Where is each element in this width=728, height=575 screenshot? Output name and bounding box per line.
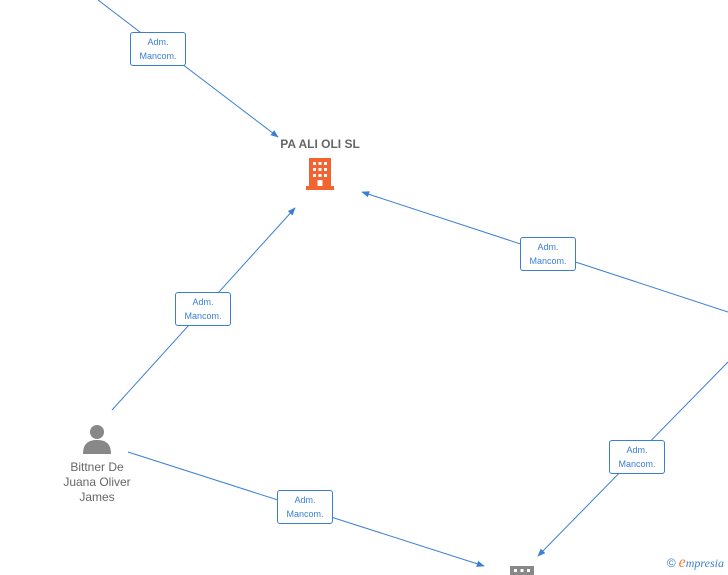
building-icon[interactable]	[306, 158, 334, 190]
person-name-line: Juana Oliver	[63, 475, 131, 489]
edge-label-line: Mancom.	[529, 256, 567, 266]
edge-label-line: Adm.	[147, 37, 169, 47]
company-name[interactable]: PA ALI OLI SL	[280, 137, 360, 151]
brand-initial: e	[678, 554, 686, 571]
edge-label-line: Mancom.	[184, 311, 222, 321]
edge-label[interactable]: Adm. Mancom.	[277, 490, 333, 524]
edge-label[interactable]: Adm. Mancom.	[175, 292, 231, 326]
brand-watermark: © empresia	[667, 554, 724, 572]
person-name[interactable]: Bittner De Juana Oliver James	[47, 460, 147, 505]
edge-label-line: Mancom.	[286, 509, 324, 519]
edge-label-line: Adm.	[626, 445, 648, 455]
copyright-icon: ©	[666, 556, 676, 570]
edge-label-line: Mancom.	[139, 51, 177, 61]
edge-label-line: Adm.	[192, 297, 214, 307]
person-name-line: James	[79, 490, 115, 504]
edge-label-line: Mancom.	[618, 459, 656, 469]
edge-label-line: Adm.	[294, 495, 316, 505]
edge-label[interactable]: Adm. Mancom.	[520, 237, 576, 271]
person-icon[interactable]	[83, 425, 111, 454]
building-icon[interactable]	[510, 566, 534, 575]
edge-line	[97, 0, 279, 138]
edge-label[interactable]: Adm. Mancom.	[130, 32, 186, 66]
edge-label-line: Adm.	[537, 242, 559, 252]
brand-name: mpresia	[685, 556, 724, 570]
person-name-line: Bittner De	[70, 460, 124, 474]
edge-label[interactable]: Adm. Mancom.	[609, 440, 665, 474]
